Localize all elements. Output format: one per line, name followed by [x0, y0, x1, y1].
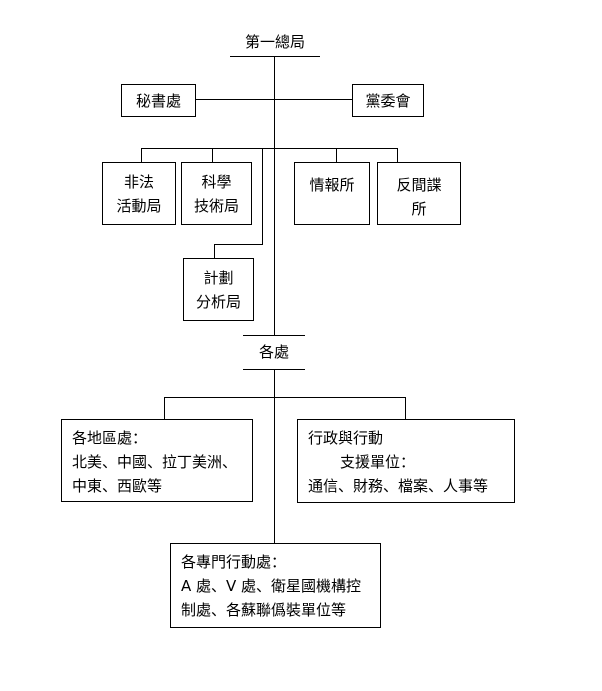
regional-line-3: 中東、西歐等 — [72, 477, 163, 495]
planning-analysis-node: 計劃 分析局 — [183, 258, 254, 321]
counter-espionage-node: 反間諜 所 — [377, 162, 461, 225]
intelligence-node: 情報所 — [294, 162, 370, 225]
departments-node: 各處 — [258, 343, 289, 361]
special-line-2: A 處、V 處、衛星國機構控 — [181, 577, 362, 595]
special-line-3: 制處、各蘇聯僞裝單位等 — [181, 601, 347, 619]
special-line-1: 各專門行動處： — [181, 553, 287, 571]
admin-line-2: 支援單位： — [340, 453, 416, 471]
intelligence-label: 情報所 — [309, 176, 355, 194]
counter-line-1: 反間諜 — [396, 176, 442, 194]
regional-line-2: 北美、中國、拉丁美洲、 — [72, 453, 238, 471]
planning-line-1: 計劃 — [203, 268, 234, 287]
science-tech-node: 科學 技術局 — [181, 162, 252, 225]
planning-line-2: 分析局 — [195, 292, 241, 311]
secretariat-label: 秘書處 — [135, 91, 181, 110]
root-node: 第一總局 — [244, 33, 305, 51]
admin-line-3: 通信、財務、檔案、人事等 — [308, 477, 489, 495]
party-committee-label: 黨委會 — [365, 91, 411, 110]
regional-node: 各地區處： 北美、中國、拉丁美洲、 中東、西歐等 — [61, 419, 253, 502]
illegal-line-2: 活動局 — [116, 196, 162, 215]
science-line-1: 科學 — [201, 172, 232, 191]
illegal-activities-node: 非法 活動局 — [102, 162, 176, 225]
counter-line-2: 所 — [411, 200, 427, 218]
admin-support-node: 行政與行動 支援單位： 通信、財務、檔案、人事等 — [297, 419, 515, 503]
illegal-line-1: 非法 — [123, 172, 154, 191]
secretariat-node: 秘書處 — [121, 84, 196, 117]
special-ops-node: 各專門行動處： A 處、V 處、衛星國機構控 制處、各蘇聯僞裝單位等 — [170, 543, 381, 628]
regional-line-1: 各地區處： — [72, 429, 148, 447]
party-committee-node: 黨委會 — [352, 84, 424, 117]
science-line-2: 技術局 — [193, 196, 239, 215]
admin-line-1: 行政與行動 — [308, 429, 384, 447]
